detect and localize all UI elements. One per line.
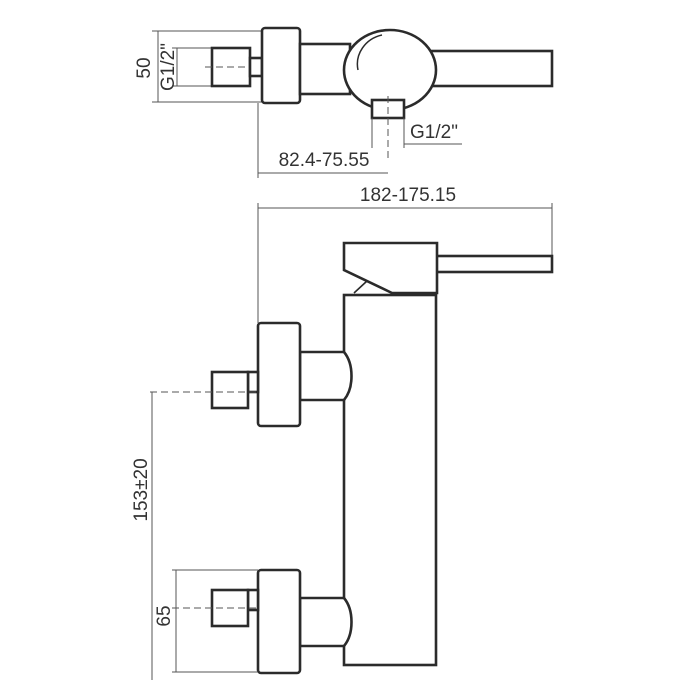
mixer-body — [298, 42, 352, 96]
upper-inlet-nut — [210, 370, 250, 410]
mixer-body-front — [342, 293, 438, 667]
lever-head — [342, 241, 439, 295]
upper-flange — [256, 321, 302, 428]
lower-eccentric — [246, 588, 260, 612]
wall-flange — [260, 26, 302, 105]
dimension-inlet-spacing: 153±20 — [131, 458, 152, 521]
front-view: 182-175.15 153±20 65 — [131, 185, 554, 680]
dimension-outlet-thread: G1/2" — [410, 122, 458, 143]
lever-handle-front — [430, 254, 554, 274]
upper-eccentric — [246, 370, 260, 394]
lower-connector — [298, 596, 353, 648]
dimension-overall-width: 182-175.15 — [360, 185, 456, 206]
upper-connector — [298, 350, 353, 402]
top-view: 50 G1/2" G1/2" 82.4-75.55 — [134, 26, 554, 178]
eccentric-connector — [248, 56, 264, 78]
lever-base — [353, 280, 393, 294]
dimension-inlet-to-lever: 82.4-75.55 — [279, 150, 370, 171]
dimension-bottom-offset: 65 — [154, 605, 175, 626]
dimension-inlet-thread: G1/2" — [158, 43, 179, 91]
lower-flange — [256, 568, 302, 675]
dimension-height-top: 50 — [134, 57, 155, 78]
cap-reflection — [356, 34, 383, 71]
